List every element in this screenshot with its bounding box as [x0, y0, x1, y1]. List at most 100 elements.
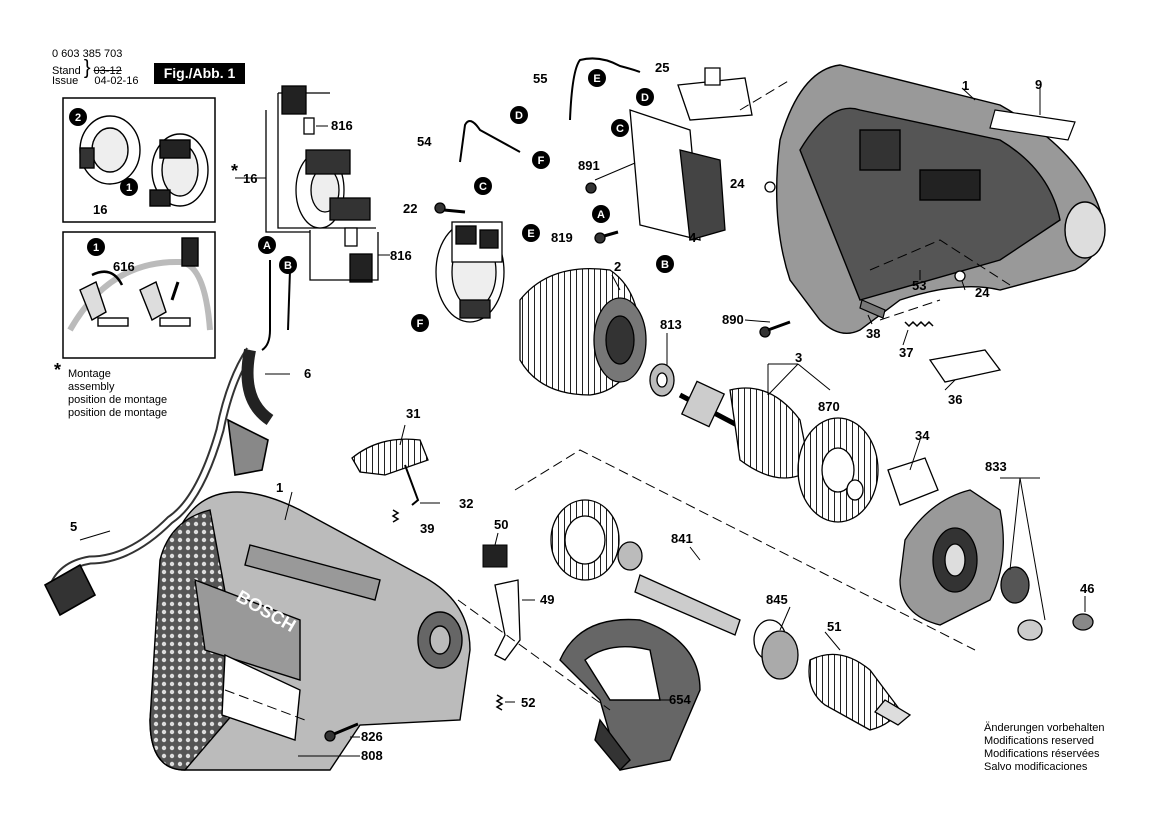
- inset-brush-insert-drawing: [67, 237, 213, 332]
- callout-1-housing: 1: [962, 78, 969, 93]
- spring-37: [904, 320, 934, 328]
- assembly-line-2: assembly: [68, 381, 115, 393]
- callout-39: 39: [420, 521, 434, 536]
- connector-b-switch: B: [656, 255, 674, 273]
- modifications-de: Änderungen vorbehalten: [984, 722, 1105, 734]
- callout-870: 870: [818, 399, 840, 414]
- brace: }: [83, 57, 91, 79]
- connector-b-top: B: [279, 256, 297, 274]
- inset-step-2: 2: [69, 108, 87, 126]
- callout-845: 845: [766, 592, 788, 607]
- svg-text:2: 2: [75, 112, 81, 124]
- gear-flange-833: [899, 489, 1094, 641]
- connector-f-frame: F: [411, 314, 429, 332]
- callout-50: 50: [494, 517, 508, 532]
- callout-55: 55: [533, 71, 547, 86]
- svg-text:A: A: [263, 240, 271, 252]
- trigger-31: [351, 438, 429, 476]
- handle-housing: [149, 491, 471, 771]
- svg-text:F: F: [417, 318, 424, 330]
- part-number: 0 603 385 703: [52, 48, 123, 60]
- svg-text:B: B: [284, 260, 292, 272]
- callout-53: 53: [912, 278, 926, 293]
- callout-891: 891: [578, 158, 600, 173]
- callout-826: 826: [361, 729, 383, 744]
- svg-text:A: A: [597, 209, 605, 221]
- callout-52: 52: [521, 695, 535, 710]
- assembly-line-3: position de montage: [68, 394, 168, 406]
- svg-text:B: B: [661, 259, 669, 271]
- connector-d-wire: D: [510, 106, 528, 124]
- modifications-es: Salvo modificaciones: [984, 761, 1088, 773]
- issue-row: Issue 04-02-16: [52, 75, 138, 88]
- modifications-en: Modifications reserved: [984, 735, 1095, 747]
- assembly-line-1: Montage: [68, 368, 111, 380]
- field-frame: [435, 221, 505, 323]
- leader-lines: [79, 87, 1086, 757]
- brush-holder-assembly: [265, 85, 379, 283]
- callout-816-b: 816: [390, 248, 412, 263]
- callout-841: 841: [671, 531, 693, 546]
- callout-5: 5: [70, 519, 77, 534]
- power-cord: [43, 260, 291, 617]
- callout-51: 51: [827, 619, 841, 634]
- dashed-alignment-lines: [224, 79, 1011, 721]
- svg-text:E: E: [593, 73, 600, 85]
- callout-6: 6: [304, 366, 311, 381]
- connector-f-wire: F: [532, 151, 550, 169]
- callout-2: 2: [614, 259, 621, 274]
- pin-38: [859, 299, 886, 319]
- callout-32: 32: [459, 496, 473, 511]
- callout-833: 833: [985, 459, 1007, 474]
- callout-46: 46: [1080, 581, 1094, 596]
- modifications-note: Änderungen vorbehalten Modifications res…: [984, 722, 1104, 774]
- callout-25: 25: [655, 60, 669, 75]
- part-callouts: 1 1 2 3 4 5 6 9 16 16 22 24 24 25 31 32 …: [70, 60, 1094, 763]
- connector-a-top: A: [258, 236, 276, 254]
- svg-text:1: 1: [93, 242, 99, 254]
- bearing-813: [649, 363, 675, 397]
- connector-c-switch: C: [611, 119, 629, 137]
- callout-9: 9: [1035, 77, 1042, 92]
- inset-brush-plate-drawing: [79, 115, 209, 207]
- button-50: [482, 544, 508, 568]
- wire-54: [459, 120, 521, 163]
- callout-54: 54: [417, 134, 432, 149]
- callout-31: 31: [406, 406, 420, 421]
- callout-22: 22: [403, 201, 417, 216]
- callout-49: 49: [540, 592, 554, 607]
- svg-text:C: C: [616, 123, 624, 135]
- svg-text:E: E: [527, 228, 534, 240]
- connector-letters: A B A B C C D D E E F F 2 1 1: [69, 69, 674, 332]
- spring-52: [495, 694, 504, 711]
- stand-value: 03-12: [93, 65, 122, 77]
- callout-654: 654: [669, 692, 691, 707]
- callout-24-b: 24: [975, 285, 990, 300]
- connector-d-switch: D: [636, 88, 654, 106]
- connector-e-wire: E: [588, 69, 606, 87]
- armature: [678, 380, 879, 523]
- callout-24-a: 24: [730, 176, 745, 191]
- side-handle-654: [559, 618, 701, 772]
- figure-label: Fig./Abb. 1: [154, 63, 245, 84]
- callout-36: 36: [948, 392, 962, 407]
- wire-55: [569, 57, 641, 121]
- callout-816-a: 816: [331, 118, 353, 133]
- callout-3: 3: [795, 350, 802, 365]
- assembly-note: * Montage assembly position de montage p…: [54, 361, 168, 420]
- callout-1-handle: 1: [276, 480, 283, 495]
- callout-819: 819: [551, 230, 573, 245]
- chuck-51: [808, 653, 912, 731]
- inset-step-1b: 1: [87, 238, 105, 256]
- callout-16-inset: 16: [93, 202, 107, 217]
- inset-step-1a: 1: [120, 178, 138, 196]
- connector-e-frame: E: [522, 224, 540, 242]
- spring-39: [391, 509, 400, 523]
- callout-808: 808: [361, 748, 383, 763]
- gear-and-spindle: [550, 499, 799, 680]
- svg-text:D: D: [641, 92, 649, 104]
- callout-34: 34: [915, 428, 930, 443]
- baffle-34: [887, 457, 939, 506]
- stand-row: Stand } 03-12: [52, 58, 122, 78]
